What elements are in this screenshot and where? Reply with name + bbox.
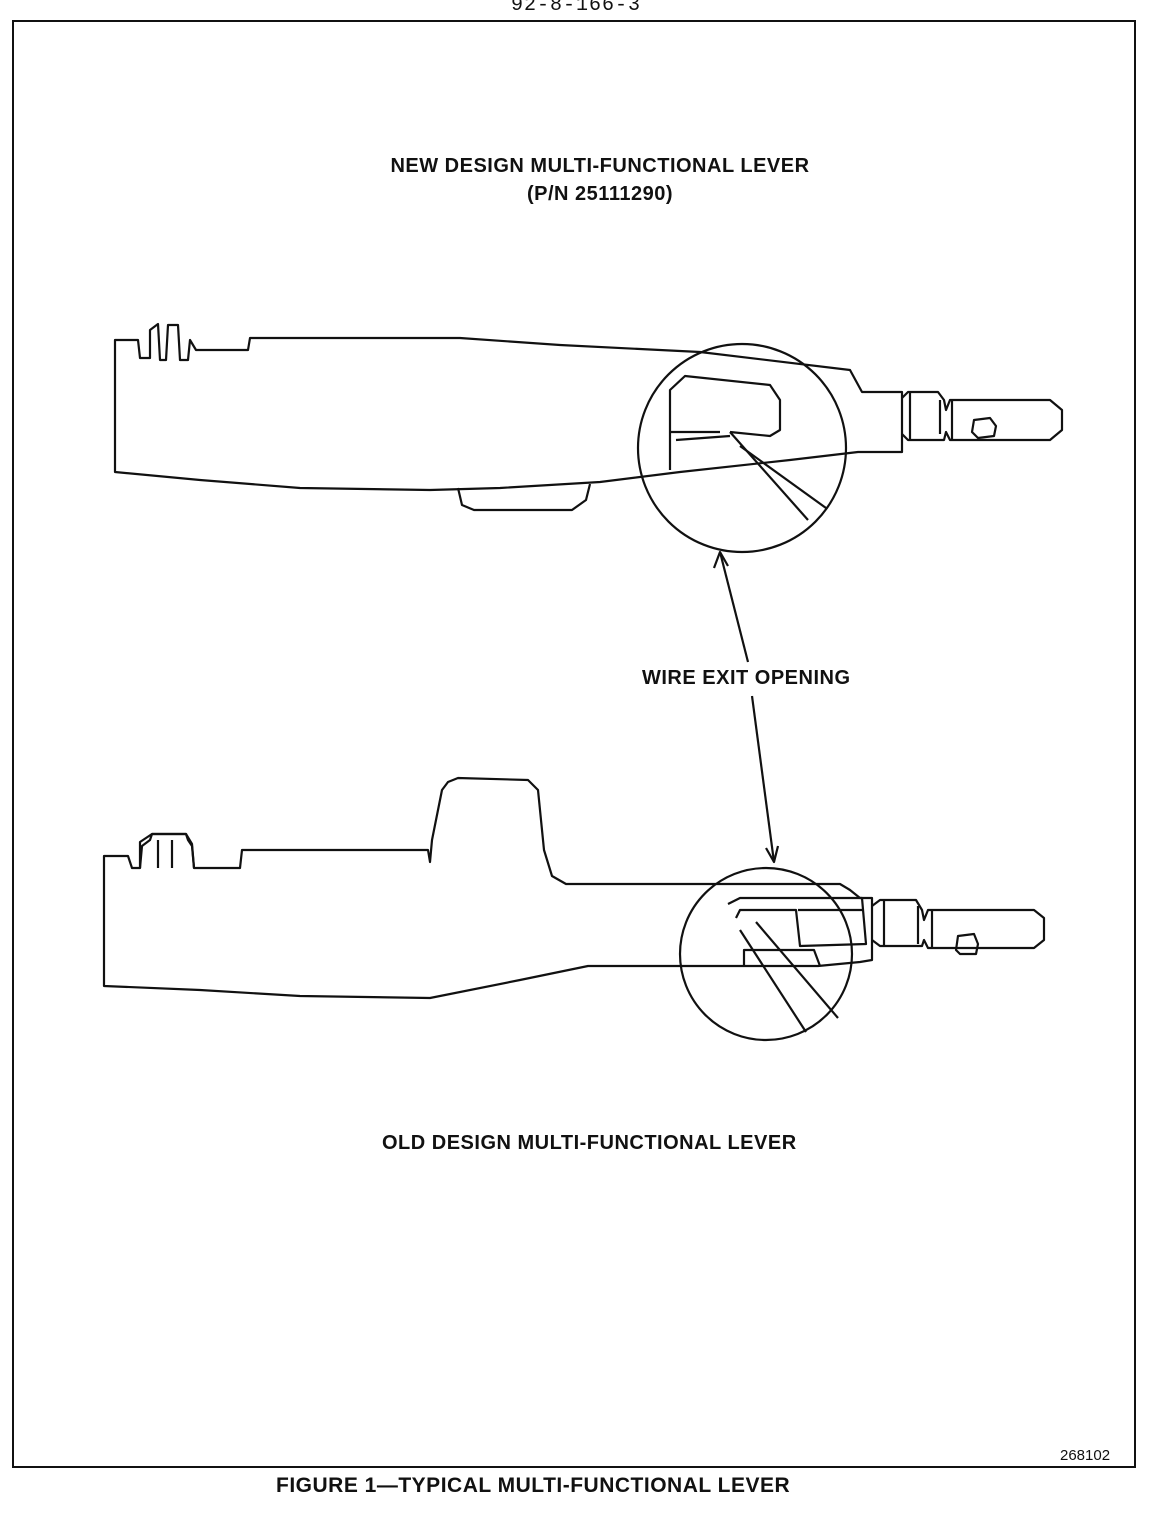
new-detail-edge-2 (675, 434, 731, 442)
document-id: 92-8-166-3 (510, 0, 642, 17)
callout-arrows (712, 550, 780, 864)
new-design-detail-circle (636, 342, 848, 554)
new-lever-tip (901, 390, 1064, 442)
new-design-lever (113, 322, 1064, 554)
old-design-detail-circle (678, 866, 854, 1042)
old-wire-line-1 (739, 929, 807, 1033)
old-detail-channel (727, 896, 868, 948)
figure-frame (12, 20, 1136, 1468)
new-design-title-line1: NEW DESIGN MULTI-FUNCTIONAL LEVER (390, 155, 810, 177)
old-tip-button (954, 932, 980, 956)
new-lever-body (113, 322, 904, 492)
old-lever-body (102, 776, 874, 1000)
new-design-part-number: (P/N 25111290) (527, 183, 673, 205)
old-wire-line-2 (755, 921, 839, 1019)
arrow-head-down (765, 845, 780, 864)
new-lever-bottom-tab (456, 483, 592, 512)
old-design-lever (102, 776, 1046, 1042)
new-wire-line-1 (729, 431, 809, 521)
figure-caption: FIGURE 1—TYPICAL MULTI-FUNCTIONAL LEVER (276, 1474, 791, 1497)
old-design-title: OLD DESIGN MULTI-FUNCTIONAL LEVER (382, 1132, 797, 1154)
old-lever-top-connector (138, 832, 196, 869)
new-wire-line-2 (739, 445, 827, 509)
arrow-to-new-design (718, 551, 750, 663)
wire-exit-opening-label: WIRE EXIT OPENING (642, 667, 851, 689)
new-detail-channel (668, 374, 782, 470)
new-design-title: NEW DESIGN MULTI-FUNCTIONAL LEVER (P/N 2… (0, 152, 1152, 208)
arrow-head-up (712, 550, 729, 569)
old-lever-tip (871, 898, 1046, 950)
new-tip-button (970, 416, 998, 440)
figure-number: 268102 (1060, 1447, 1111, 1464)
arrow-to-old-design (750, 695, 776, 863)
